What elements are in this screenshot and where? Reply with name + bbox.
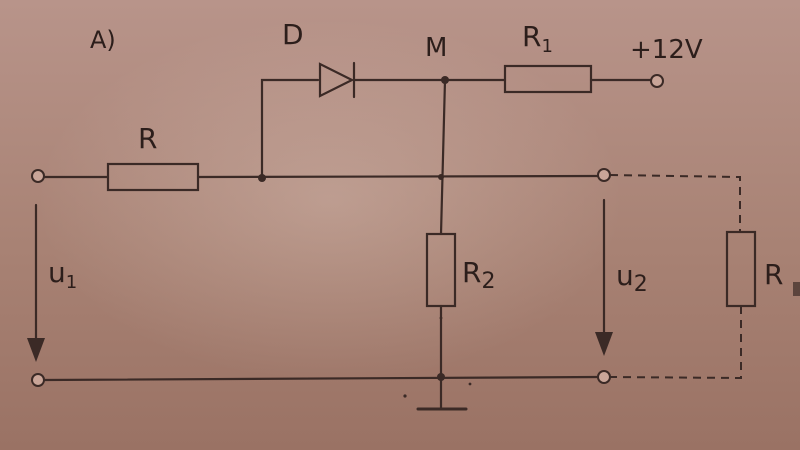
node-ground: [437, 373, 445, 381]
stray-mark: [468, 382, 472, 386]
resistor-r2: [425, 232, 457, 308]
wire-main-line: [196, 174, 600, 179]
output-terminal-bottom: [597, 370, 611, 384]
figure-label: A): [90, 26, 116, 54]
rl-label-sub-partial: [793, 282, 800, 296]
node-m-label: M: [425, 33, 447, 63]
u2-label-sub: 2: [634, 272, 648, 297]
supply-label: +12V: [630, 35, 703, 65]
r2-label: R2: [462, 256, 495, 294]
u2-arrow: [595, 198, 613, 356]
input-terminal-top: [31, 169, 45, 183]
dashed-load-top: [609, 174, 741, 232]
u1-arrow: [27, 203, 45, 362]
diode-label: D: [282, 18, 304, 51]
resistor-rl: [725, 230, 757, 308]
wire-m-down-to-r2: [439, 78, 447, 236]
r-label: R: [138, 122, 157, 155]
dashed-load-bottom: [609, 306, 742, 380]
diode-d: [318, 61, 356, 99]
r2-label-sub: 2: [481, 269, 495, 294]
r1-label: R1: [522, 20, 553, 57]
u2-label-name: u: [616, 259, 634, 292]
r1-label-sub: 1: [541, 36, 552, 57]
supply-terminal: [650, 74, 664, 88]
stray-mark: [403, 394, 407, 398]
resistor-r: [106, 162, 200, 192]
input-terminal-bottom: [31, 373, 45, 387]
u1-label: u1: [48, 256, 77, 293]
wire-diode-branch-left: [260, 78, 320, 180]
r1-label-name: R: [522, 20, 541, 53]
output-terminal-top: [597, 168, 611, 182]
wire-bottom-line: [42, 375, 600, 382]
stray-mark: [439, 316, 443, 320]
resistor-r1: [503, 64, 593, 94]
u1-label-name: u: [48, 256, 66, 289]
r2-label-name: R: [462, 256, 481, 289]
node-junction-left: [258, 174, 266, 182]
u2-label: u2: [616, 259, 648, 297]
u1-label-sub: 1: [66, 272, 77, 293]
rl-label: R: [764, 258, 783, 291]
